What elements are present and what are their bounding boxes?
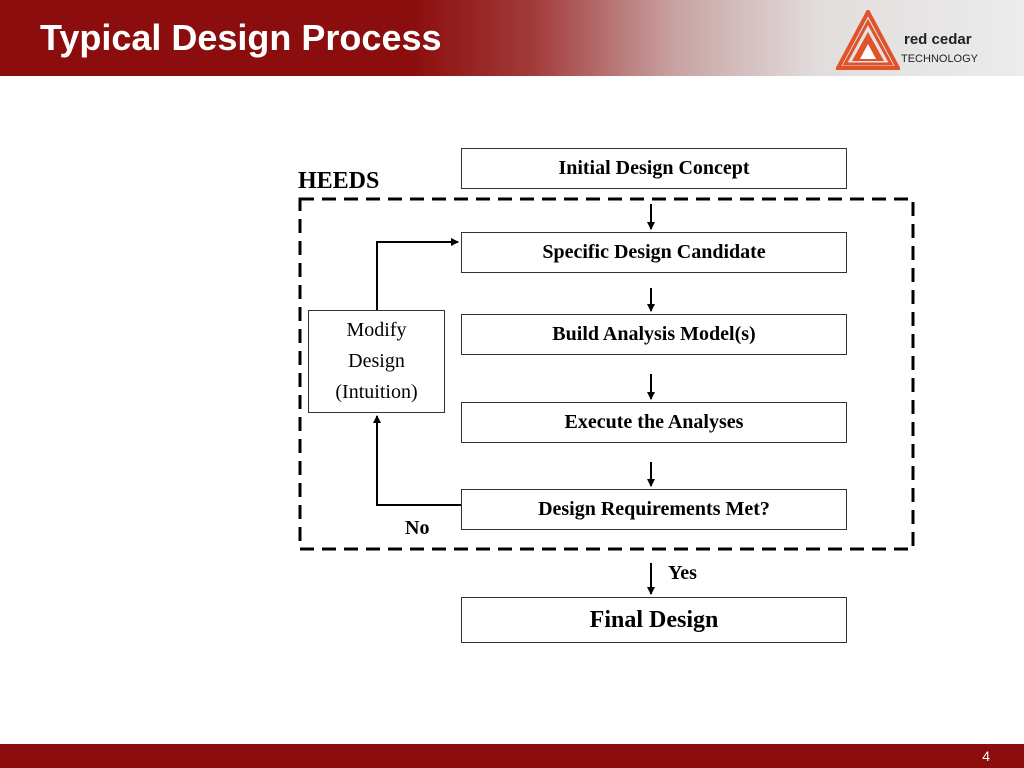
yes-label: Yes [668, 562, 697, 584]
logo-name: red cedar [904, 31, 972, 48]
step-execute-analyses: Execute the Analyses [461, 402, 847, 443]
modify-line-3: (Intuition) [335, 381, 418, 403]
slide-footer: 4 [0, 744, 1024, 768]
arrow-modify-to-candidate [376, 238, 459, 310]
step-specific-design-candidate: Specific Design Candidate [461, 232, 847, 273]
heeds-label: HEEDS [298, 168, 380, 194]
slide-title: Typical Design Process [40, 17, 442, 58]
step-initial-design-concept: Initial Design Concept [461, 148, 847, 189]
step-build-analysis-models: Build Analysis Model(s) [461, 314, 847, 355]
no-label: No [405, 517, 430, 539]
modify-line-1: Modify [346, 319, 407, 341]
modify-line-2: Design [348, 350, 405, 372]
slide-header: Typical Design Process red cedar TECHNOL… [0, 0, 1024, 76]
modify-design-box: Modify Design (Intuition) [308, 310, 445, 413]
company-logo: red cedar TECHNOLOGY [834, 7, 986, 70]
heeds-boundary [298, 197, 915, 551]
red-cedar-triangle-icon [834, 7, 902, 70]
step-final-design: Final Design [461, 597, 847, 643]
page-number: 4 [982, 748, 990, 764]
arrow-no-to-modify [373, 415, 461, 506]
logo-subtitle: TECHNOLOGY [901, 53, 979, 65]
step-design-requirements-met: Design Requirements Met? [461, 489, 847, 530]
